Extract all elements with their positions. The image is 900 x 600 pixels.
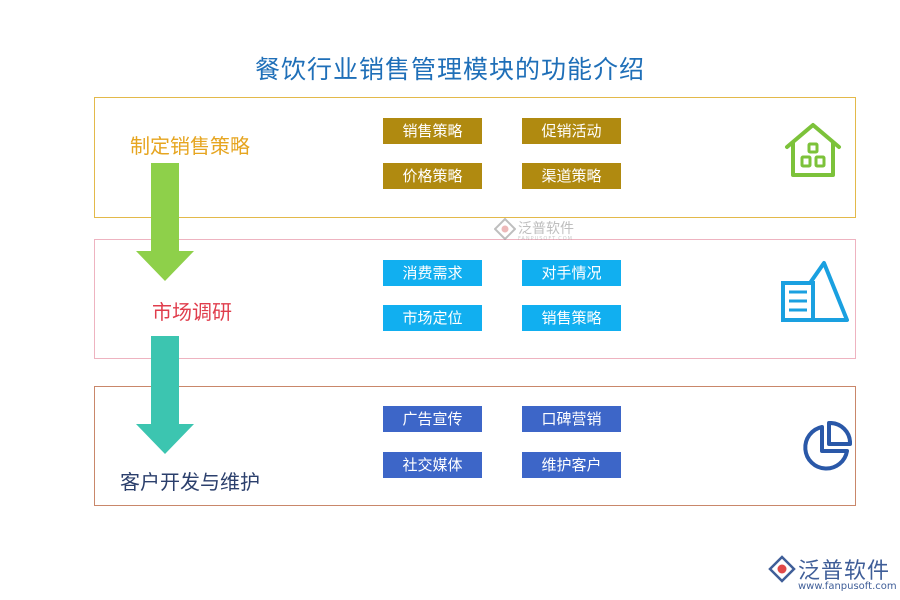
brand-logo: 泛普软件 www.fanpusoft.com bbox=[768, 551, 897, 595]
watermark-subtext: FANPUSOFT.COM bbox=[518, 236, 573, 242]
tag-word-of-mouth: 口碑营销 bbox=[522, 406, 621, 432]
tag-competitors: 对手情况 bbox=[522, 260, 621, 286]
watermark-logo-icon bbox=[494, 218, 516, 240]
stage-panel-1 bbox=[94, 97, 856, 218]
pie-chart-icon bbox=[803, 421, 852, 471]
stage-label-customer: 客户开发与维护 bbox=[120, 470, 260, 494]
tag-consumer-demand: 消费需求 bbox=[383, 260, 482, 286]
house-icon bbox=[785, 123, 841, 177]
page-title: 餐饮行业销售管理模块的功能介绍 bbox=[254, 55, 645, 84]
brand-name: 泛普软件 bbox=[798, 559, 891, 584]
tag-social-media: 社交媒体 bbox=[383, 452, 482, 478]
tag-sales-strategy-2: 销售策略 bbox=[522, 305, 621, 331]
brand-logo-icon bbox=[768, 555, 796, 583]
tag-promotion: 促销活动 bbox=[522, 118, 621, 144]
tag-channel-strategy: 渠道策略 bbox=[522, 163, 621, 189]
tag-sales-strategy: 销售策略 bbox=[383, 118, 482, 144]
down-arrow-1 bbox=[136, 163, 194, 281]
stage-label-research: 市场调研 bbox=[152, 300, 232, 324]
down-arrow-2 bbox=[136, 336, 194, 454]
document-triangle-icon bbox=[781, 261, 849, 322]
tag-market-positioning: 市场定位 bbox=[383, 305, 482, 331]
brand-url: www.fanpusoft.com bbox=[798, 581, 897, 592]
watermark-text: 泛普软件 bbox=[518, 221, 574, 237]
stage-label-strategy: 制定销售策略 bbox=[130, 134, 250, 158]
tag-advertising: 广告宣传 bbox=[383, 406, 482, 432]
stage-panel-2 bbox=[94, 239, 856, 359]
tag-customer-maintenance: 维护客户 bbox=[522, 452, 621, 478]
tag-pricing-strategy: 价格策略 bbox=[383, 163, 482, 189]
